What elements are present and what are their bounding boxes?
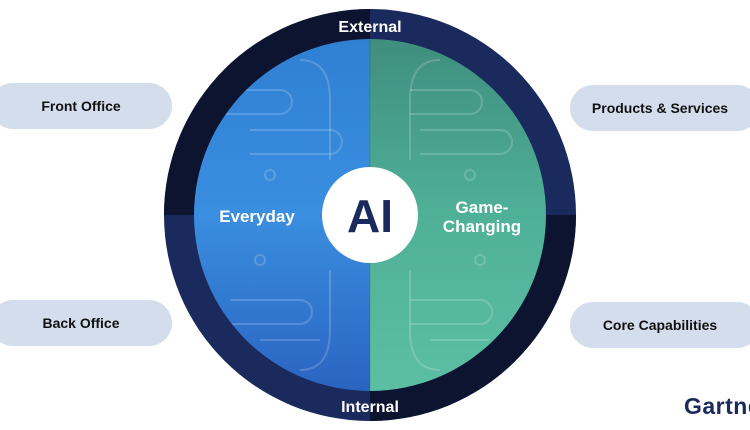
products-services-label: Products & Services: [570, 85, 750, 131]
gartner-logo: Gartner: [684, 393, 750, 419]
internal-label: Internal: [341, 399, 399, 416]
game-changing-label-line1: Game-: [456, 198, 509, 217]
circuit-pattern: [220, 59, 513, 371]
external-label: External: [338, 19, 401, 36]
core-capabilities-label: Core Capabilities: [570, 302, 750, 348]
front-office-label: Front Office: [0, 83, 172, 129]
game-changing-label-line2: Changing: [443, 217, 521, 236]
everyday-label: Everyday: [219, 207, 295, 226]
center-ai-label: AI: [347, 190, 393, 242]
back-office-label: Back Office: [0, 300, 172, 346]
center-circle: [322, 167, 418, 263]
